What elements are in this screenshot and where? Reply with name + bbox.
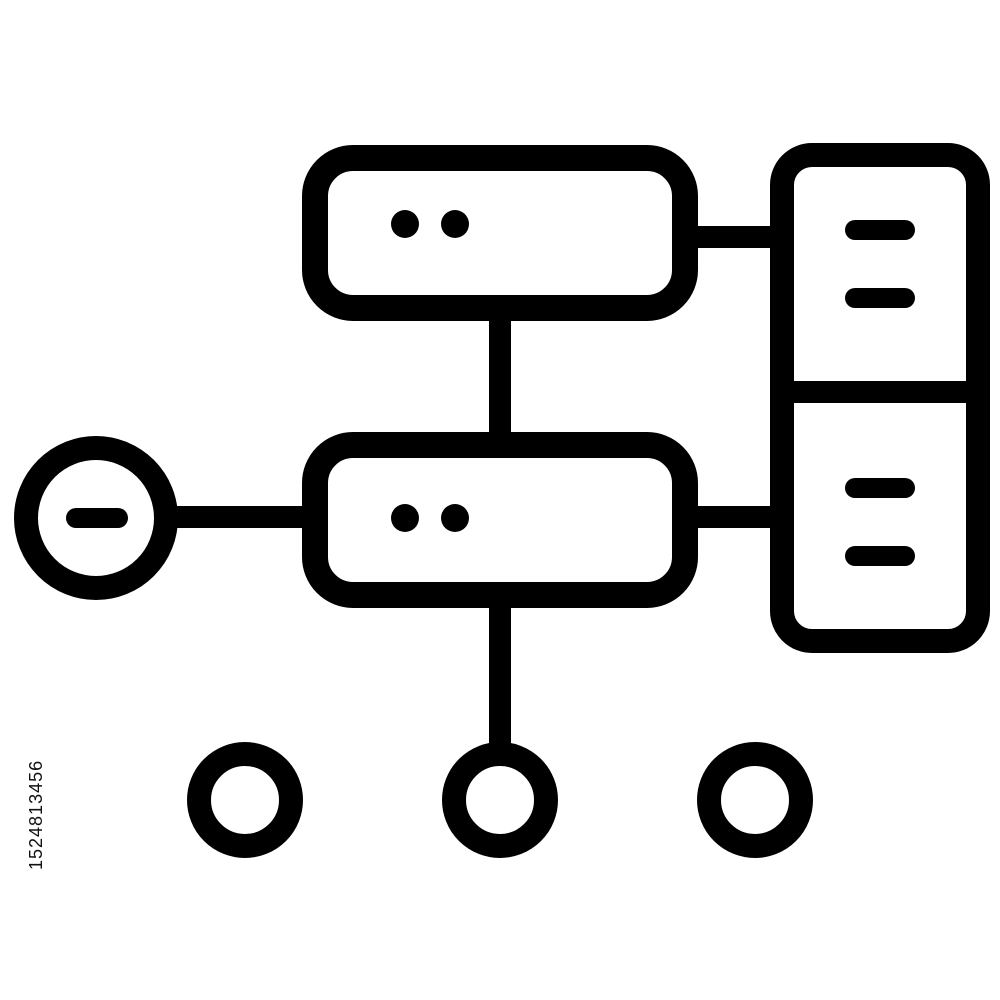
stock-id-watermark: 1524813456 (26, 759, 46, 870)
bottom-server-box (302, 432, 698, 608)
server-icon (302, 432, 698, 608)
top-server-dot-left (391, 210, 419, 238)
node-icon (442, 742, 558, 858)
top-server-box (302, 145, 698, 321)
minus-node-ring (14, 436, 178, 600)
top-server-dot-right (441, 210, 469, 238)
database-icon (770, 143, 990, 653)
minus-circle-icon (14, 436, 178, 600)
bottom-server-dot-left (391, 504, 419, 532)
server-icon (302, 145, 698, 321)
bottom-server-dot-right (441, 504, 469, 532)
node-icon (187, 742, 303, 858)
node-icon (697, 742, 813, 858)
